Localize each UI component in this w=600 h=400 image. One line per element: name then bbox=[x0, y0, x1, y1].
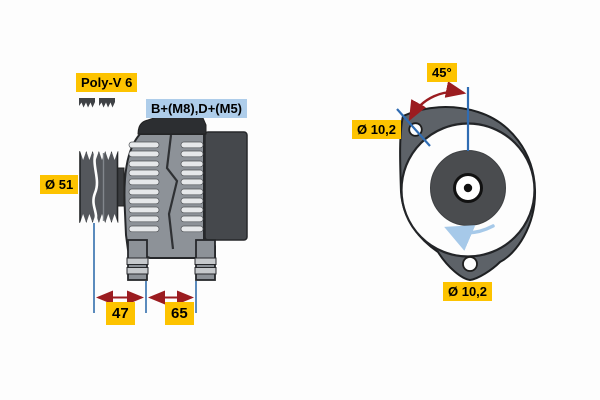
extension-lines bbox=[93, 223, 197, 313]
hole-axis-line bbox=[396, 108, 431, 147]
mount-foot-right bbox=[194, 239, 217, 281]
hole-diameter-bottom-label: Ø 10,2 bbox=[443, 282, 493, 301]
belt-profile-icon bbox=[79, 98, 115, 108]
mount-hole-bottom bbox=[462, 256, 478, 272]
pulley-break-line bbox=[92, 150, 99, 224]
terminal-label: B+(M8),D+(M5) bbox=[146, 99, 248, 118]
angle-arc-arrow bbox=[408, 81, 467, 122]
rear-housing bbox=[204, 131, 248, 241]
rear-view bbox=[396, 81, 537, 281]
hole-diameter-top-label: Ø 10,2 bbox=[352, 120, 402, 139]
cooling-fins-front bbox=[128, 141, 160, 233]
mount-foot-left bbox=[126, 239, 149, 281]
shaft-center bbox=[463, 183, 473, 193]
rotation-direction-arrow bbox=[444, 224, 495, 251]
dim-65-label: 65 bbox=[165, 302, 194, 325]
side-view bbox=[79, 98, 248, 313]
dim-47-label: 47 bbox=[106, 302, 135, 325]
pulley-diameter-label: Ø 51 bbox=[40, 175, 79, 194]
angle-label: 45° bbox=[427, 63, 457, 82]
pulley bbox=[79, 150, 119, 224]
cooling-fins-rear bbox=[180, 141, 204, 233]
belt-type-label: Poly-V 6 bbox=[76, 73, 138, 92]
body-seam bbox=[165, 134, 179, 250]
